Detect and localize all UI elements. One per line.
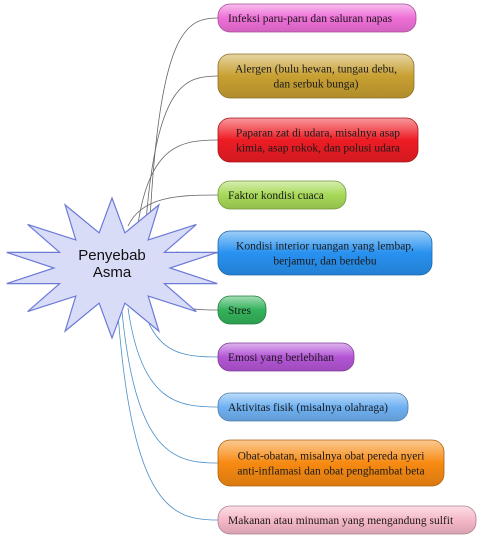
cause-nodes: Infeksi paru-paru dan saluran napasAlerg…: [217, 3, 477, 535]
cause-node-box: [217, 230, 433, 276]
cause-node: Alergen (bulu hewan, tungau debu, dan ser…: [217, 53, 415, 99]
cause-node-box: [217, 439, 445, 487]
cause-node-label: Faktor kondisi cuaca: [228, 190, 324, 202]
cause-node-label: Infeksi paru-paru dan saluran napas: [228, 13, 393, 25]
connector-line: [145, 75, 219, 223]
cause-node-box: [217, 505, 477, 535]
cause-node-box: [217, 295, 267, 325]
cause-node-label: Alergen (bulu hewan, tungau debu, dan ser…: [235, 64, 397, 91]
connector-line: [137, 139, 219, 225]
center-label-line: Penyebab: [78, 247, 146, 264]
cause-node: Makanan atau minuman yang mengandung sul…: [217, 505, 477, 535]
cause-node-label-line: kimia, asap rokok, dan polusi udara: [236, 143, 400, 155]
connector-line: [121, 311, 219, 464]
cause-node-box: [217, 3, 417, 33]
cause-node: Emosi yang berlebihan: [217, 342, 355, 372]
connector-line: [127, 307, 219, 408]
cause-node-label-line: Obat-obatan, misalnya obat pereda nyeri: [238, 451, 425, 463]
connector-line: [141, 301, 219, 358]
cause-node: Stres: [217, 295, 267, 325]
cause-node-label-line: Aktivitas fisik (misalnya olahraga): [228, 402, 388, 414]
center-label-line: Asma: [93, 264, 132, 281]
cause-node-label-line: Makanan atau minuman yang mengandung sul…: [228, 515, 454, 527]
cause-node-label-line: dan serbuk bunga): [274, 79, 359, 91]
connector-line: [117, 313, 219, 521]
cause-node-label-line: Stres: [228, 305, 252, 317]
center-starburst: [6, 196, 218, 340]
cause-node-label: Kondisi interior ruangan yang lembap, ber…: [236, 241, 414, 268]
cause-node-box: [217, 117, 419, 163]
cause-node-label: Aktivitas fisik (misalnya olahraga): [228, 402, 388, 414]
cause-node-label: Stres: [228, 305, 252, 317]
cause-node-label-line: Faktor kondisi cuaca: [228, 190, 324, 202]
cause-node-label-line: berjamur, dan berdebu: [273, 256, 377, 268]
cause-node-box: [217, 180, 347, 210]
cause-node-label-line: Alergen (bulu hewan, tungau debu,: [235, 64, 397, 76]
cause-node: Faktor kondisi cuaca: [217, 180, 347, 210]
cause-node-label-line: Paparan zat di udara, misalnya asap: [236, 128, 400, 140]
cause-node-label-line: anti-inflamasi dan obat penghambat beta: [237, 466, 424, 478]
cause-node: Infeksi paru-paru dan saluran napas: [217, 3, 417, 33]
cause-node-box: [217, 53, 415, 99]
cause-node-label-line: Infeksi paru-paru dan saluran napas: [228, 13, 393, 25]
cause-node-label-line: Kondisi interior ruangan yang lembap,: [236, 241, 414, 253]
cause-node-label: Makanan atau minuman yang mengandung sul…: [228, 515, 454, 527]
cause-node: Kondisi interior ruangan yang lembap, ber…: [217, 230, 433, 276]
cause-node: Aktivitas fisik (misalnya olahraga): [217, 392, 409, 422]
connector-line: [149, 17, 219, 221]
cause-node: Paparan zat di udara, misalnya asap kimia…: [217, 117, 419, 163]
connector-line: [127, 194, 219, 227]
cause-node-label: Paparan zat di udara, misalnya asap kimia…: [236, 128, 400, 155]
cause-node-box: [217, 342, 355, 372]
cause-node-label: Obat-obatan, misalnya obat pereda nyeri a…: [237, 451, 424, 478]
cause-node-label: Emosi yang berlebihan: [228, 352, 334, 364]
cause-node-box: [217, 392, 409, 422]
cause-node-label-line: Emosi yang berlebihan: [228, 352, 334, 364]
cause-node: Obat-obatan, misalnya obat pereda nyeri a…: [217, 439, 445, 487]
